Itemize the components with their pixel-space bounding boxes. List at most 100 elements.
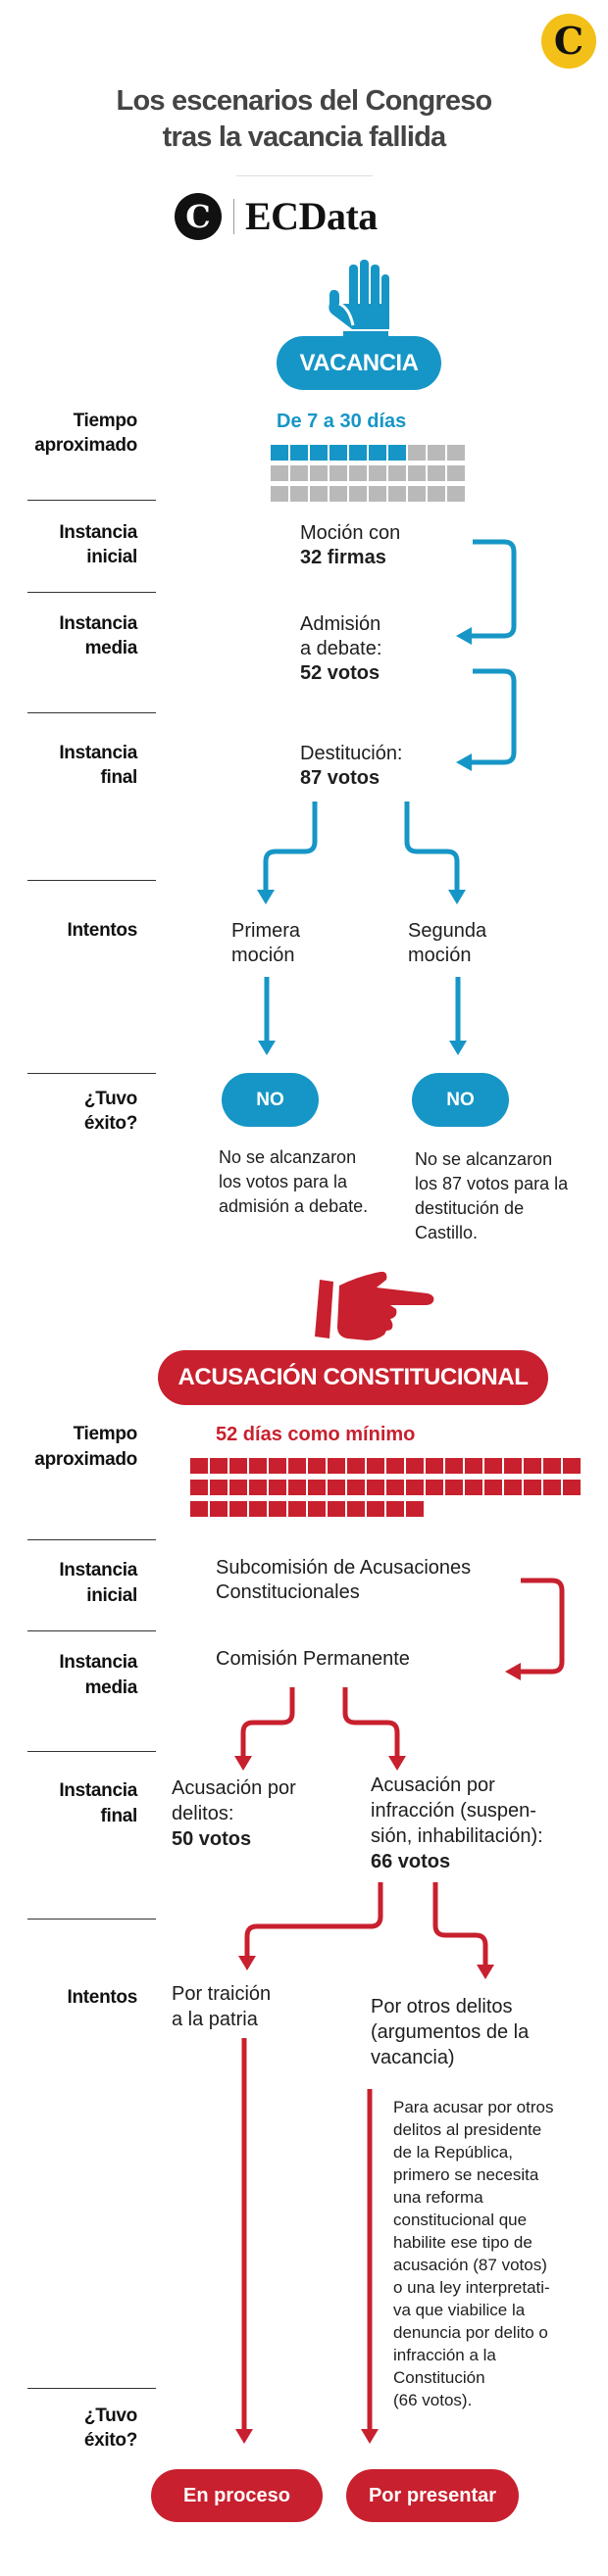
day-square-filled: [426, 1480, 443, 1495]
text-line: Subcomisión de Acusaciones: [216, 1557, 472, 1579]
day-square-filled: [445, 1458, 463, 1474]
votes-value: 52 votos: [300, 662, 380, 684]
arrowhead-icon: [257, 890, 275, 904]
label-instancia-final: Instancia final: [0, 1778, 137, 1829]
label-tuvo-exito: ¿Tuvo éxito?: [0, 1087, 137, 1136]
label-line: ¿Tuvo: [83, 1089, 137, 1109]
day-square-filled: [269, 1458, 286, 1474]
label-line: éxito?: [83, 2430, 137, 2451]
row-divider: [27, 500, 156, 501]
label-instancia-media: Instancia media: [0, 611, 137, 660]
day-square-empty: [447, 486, 465, 502]
votes-value: 66 votos: [371, 1851, 451, 1872]
day-square-empty: [388, 465, 406, 481]
row-divider: [27, 880, 156, 881]
result-badge-no: NO: [222, 1073, 319, 1127]
day-square-empty: [349, 465, 367, 481]
row-divider: [27, 592, 156, 593]
acusacion-media: Comisión Permanente: [216, 1648, 410, 1670]
day-square-empty: [310, 465, 328, 481]
text-line: acusación (87 votos): [393, 2256, 547, 2274]
text-line: primero se necesita: [393, 2165, 539, 2184]
day-square-filled: [229, 1458, 247, 1474]
day-square-filled: [347, 1501, 365, 1517]
arrowhead-icon: [235, 2429, 253, 2444]
day-square-empty: [408, 445, 426, 461]
day-square-filled: [308, 1480, 326, 1495]
label-tiempo: Tiempo aproximado: [0, 1422, 137, 1473]
intento-primera-mocion: Primera moción: [231, 919, 300, 968]
day-square-empty: [369, 465, 386, 481]
vacancia-final: Destitución: 87 votos: [300, 742, 403, 791]
day-square-empty: [290, 465, 308, 481]
day-square-empty: [349, 486, 367, 502]
day-square-empty: [447, 445, 465, 461]
text-line: Acusación por: [371, 1774, 495, 1796]
day-square-empty: [388, 486, 406, 502]
arrowhead-icon: [456, 753, 472, 771]
arrowhead-icon: [361, 2429, 379, 2444]
text-line: Por traición: [172, 1983, 272, 2005]
text-line: Para acusar por otros: [393, 2098, 554, 2116]
day-square-filled: [288, 1501, 306, 1517]
label-instancia-inicial: Instancia inicial: [0, 1558, 137, 1609]
arrow-media-to-infraccion: [342, 1687, 400, 1758]
day-square-filled: [465, 1480, 482, 1495]
text-line: destitución de: [415, 1198, 525, 1218]
label-line: Instancia: [59, 1780, 137, 1801]
vacancia-tiempo: De 7 a 30 días: [277, 411, 407, 432]
result-badge-por-presentar: Por presentar: [346, 2469, 519, 2522]
day-square-filled: [328, 1480, 345, 1495]
label-line: Tiempo: [73, 1424, 138, 1444]
label-intentos: Intentos: [67, 1987, 138, 2008]
day-square-empty: [428, 465, 445, 481]
text-line: Admisión: [300, 613, 381, 635]
arrow-inicial-to-media: [469, 539, 517, 639]
day-square-empty: [271, 486, 288, 502]
acusacion-tiempo: 52 días como mínimo: [216, 1424, 416, 1445]
label-line: Instancia: [59, 743, 137, 763]
label-line: éxito?: [83, 1113, 137, 1134]
day-square-filled: [210, 1458, 228, 1474]
day-square-filled: [543, 1458, 561, 1474]
text-line: No se alcanzaron: [219, 1147, 357, 1167]
text-line: los 87 votos para la: [415, 1174, 569, 1193]
day-square-filled: [347, 1458, 365, 1474]
day-square-filled: [484, 1480, 502, 1495]
label-line: media: [84, 638, 138, 658]
day-square-filled: [210, 1480, 228, 1495]
intento-otros-delitos: Por otros delitos (argumentos de la vaca…: [371, 1994, 529, 2070]
raised-hand-icon: [329, 260, 389, 339]
label-line: aproximado: [34, 1449, 137, 1470]
day-square-filled: [190, 1501, 208, 1517]
arrowhead-icon: [448, 890, 466, 904]
text-line: a la patria: [172, 2009, 258, 2030]
day-square-empty: [428, 486, 445, 502]
day-square-filled: [229, 1480, 247, 1495]
arrow-to-traicion: [244, 1882, 383, 1958]
ecdata-logo-text: ECData: [245, 194, 378, 238]
day-square-filled: [190, 1458, 208, 1474]
arrowhead-icon: [238, 1956, 256, 1970]
arrowhead-icon: [456, 627, 472, 645]
acusacion-por-delitos: Acusación por delitos: 50 votos: [172, 1775, 296, 1852]
day-square-empty: [408, 486, 426, 502]
result-badge-no: NO: [412, 1073, 509, 1127]
text-line: moción: [408, 945, 472, 966]
text-line: Castillo.: [415, 1223, 479, 1242]
text-line: moción: [231, 945, 295, 966]
day-square-empty: [290, 486, 308, 502]
text-line: Primera: [231, 920, 301, 942]
label-line: Tiempo: [73, 411, 138, 431]
text-line: a debate:: [300, 638, 382, 659]
row-divider: [27, 2388, 156, 2389]
arrowhead-icon: [258, 1041, 276, 1055]
intento-segunda-mocion: Segunda moción: [408, 919, 486, 968]
day-square-filled: [310, 445, 328, 461]
day-square-filled: [229, 1501, 247, 1517]
text-line: los votos para la: [219, 1172, 348, 1191]
day-square-filled: [406, 1458, 424, 1474]
text-line: (66 votos).: [393, 2391, 473, 2409]
day-square-filled: [349, 445, 367, 461]
row-divider: [27, 1919, 156, 1920]
